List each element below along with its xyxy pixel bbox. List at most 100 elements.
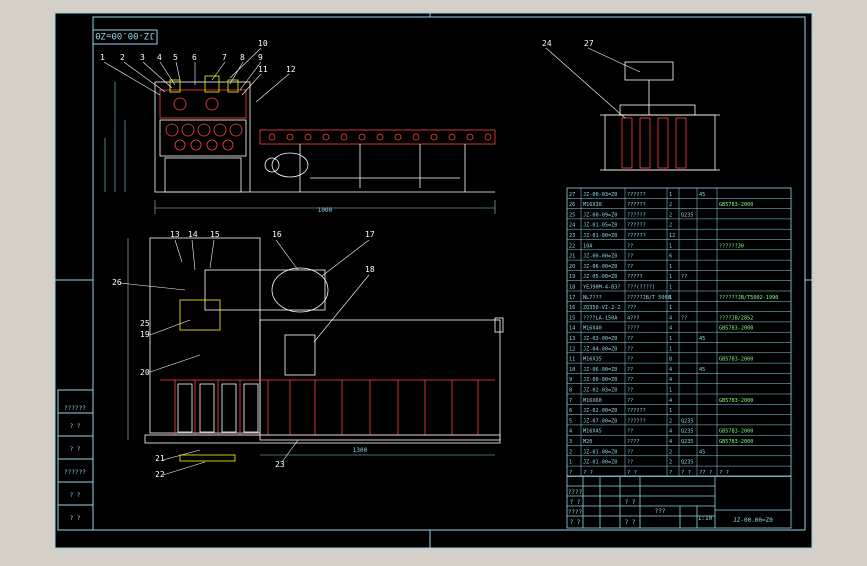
bom-cell-qty: 4 xyxy=(669,367,672,373)
bom-cell-code: JZ-01-00=Z0 xyxy=(583,449,617,455)
bom-cell-no: 9 xyxy=(569,377,572,383)
callout-2: 2 xyxy=(120,53,125,62)
left-stamp-text: ?????? ? ? ? ? ?????? ? ? ? ? xyxy=(64,405,86,522)
bom-cell-no: 10 xyxy=(569,367,575,373)
bom-cell-no: 13 xyxy=(569,336,575,342)
bom-cell-mat: Q235 xyxy=(681,429,694,435)
bom-cell-no: 20 xyxy=(569,264,575,270)
stamp-text-1: ?????? xyxy=(64,405,86,412)
bom-header-cell: ? ? xyxy=(681,470,691,476)
bom-cell-name: ?? xyxy=(627,357,633,363)
detail-view xyxy=(600,61,720,171)
bom-cell-qty: 2 xyxy=(669,449,672,455)
bom-cell-no: 19 xyxy=(569,274,575,280)
title-block xyxy=(566,475,792,529)
bom-cell-code: JZ-06-00=Z0 xyxy=(583,367,617,373)
bom-cell-qty: 2 xyxy=(669,460,672,466)
stamp-text-2: ? ? xyxy=(70,423,81,430)
bom-cell-no: 8 xyxy=(569,388,572,394)
callout-14: 14 xyxy=(188,230,198,239)
bom-header-cell: ? xyxy=(569,470,572,476)
bom-cell-code: JZ-01-05=Z0 xyxy=(583,223,617,229)
bom-cell-name: ?? xyxy=(627,460,633,466)
bom-cell-mat: Q235 xyxy=(681,418,694,424)
callout-25: 25 xyxy=(140,319,150,328)
callout-24: 24 xyxy=(542,39,552,48)
title-row-6: ? ? xyxy=(625,519,636,526)
callout-1: 1 xyxy=(100,53,105,62)
bom-cell-mat: ?? xyxy=(681,315,687,321)
title-code: JZ-00.00=Z0 xyxy=(733,517,773,524)
bom-cell-no: 3 xyxy=(569,439,572,445)
bom-cell-code: M16X30 xyxy=(583,202,602,208)
bom-header-cell: ? ? xyxy=(719,470,729,476)
bom-cell-qty: 1 xyxy=(669,305,672,311)
plan-view xyxy=(127,237,504,462)
bom-cell-code: JZ-02-00=Z0 xyxy=(583,408,617,414)
bom-cell-name: ?? xyxy=(627,336,633,342)
bom-cell-no: 11 xyxy=(569,357,575,363)
callout-6: 6 xyxy=(192,53,197,62)
bom-cell-name: ?? xyxy=(627,388,633,394)
bom-cell-name: ?? xyxy=(627,243,633,249)
bom-cell-no: 6 xyxy=(569,408,572,414)
callouts-plan-view: 13 14 15 16 17 18 19 20 21 22 23 25 26 xyxy=(112,230,375,479)
plan-dim-length: 1300 xyxy=(353,447,368,454)
callout-12: 12 xyxy=(286,65,296,74)
bom-cell-qty: 8 xyxy=(669,357,672,363)
bom-cell-code: M16X35 xyxy=(583,357,602,363)
bom-cell-wt: 45 xyxy=(699,336,705,342)
callout-4: 4 xyxy=(157,53,162,62)
bom-cell-name: ???? xyxy=(627,439,640,445)
bom-cell-code: M20 xyxy=(583,439,592,445)
bom-cell-name: ?? xyxy=(627,254,633,260)
bom-cell-code: JZ-07-00=Z0 xyxy=(583,418,617,424)
bom-cell-name: ?? xyxy=(627,346,633,352)
bom-cell-qty: 1 xyxy=(669,192,672,198)
bom-cell-code: JZ-00-00=Z0 xyxy=(583,377,617,383)
callout-15: 15 xyxy=(210,230,220,239)
stamp-text-6: ? ? xyxy=(70,515,81,522)
callout-5: 5 xyxy=(173,53,178,62)
bom-cell-note: GB5783-2000 xyxy=(719,398,753,404)
bom-cell-note: ??????30 xyxy=(719,243,744,249)
bom-cell-code: JZ-06-00=Z0 xyxy=(583,264,617,270)
bom-header-cell: ? xyxy=(669,470,672,476)
title-row-5: ? ? xyxy=(625,499,636,506)
bom-header-cell: ? ? xyxy=(627,470,637,476)
bom-cell-note: ??????JB/T5002-1990 xyxy=(719,295,778,301)
bom-cell-qty: 1 xyxy=(669,408,672,414)
bom-cell-code: M16X45 xyxy=(583,429,602,435)
callouts-detail-view: 24 27 xyxy=(542,39,594,48)
title-row-4: ? ? xyxy=(570,519,581,526)
bom-cell-no: 18 xyxy=(569,285,575,291)
callout-21: 21 xyxy=(155,454,165,463)
title-block-text: JZ-00.00=Z0 1:10 ??? ???? ? ? ???? ? ? ?… xyxy=(568,489,773,526)
bom-cell-code: JZ-00-09=Z0 xyxy=(583,212,617,218)
bom-cell-no: 22 xyxy=(569,243,575,249)
bom-cell-code: JZ-04-00=Z0 xyxy=(583,346,617,352)
bom-cell-qty: 2 xyxy=(669,202,672,208)
bom-cell-qty: 4 xyxy=(669,326,672,332)
bom-cell-code: M16X40 xyxy=(583,326,602,332)
bom-cell-note: GB5783-2000 xyxy=(719,429,753,435)
callout-9: 9 xyxy=(258,53,263,62)
bom-cell-name: ?????JB/T 5008 xyxy=(627,295,671,301)
callouts-top-view: 1 2 3 4 5 6 7 8 9 10 11 12 xyxy=(100,39,296,74)
callout-11: 11 xyxy=(258,65,268,74)
bom-cell-no: 1 xyxy=(569,460,572,466)
bom-cell-no: 24 xyxy=(569,223,575,229)
callout-10: 10 xyxy=(258,39,268,48)
bom-cell-code: JZ-00-00=Z0 xyxy=(583,254,617,260)
callout-16: 16 xyxy=(272,230,282,239)
leader-lines-plan xyxy=(119,239,370,476)
bom-cell-qty: 1 xyxy=(669,336,672,342)
bom-cell-code: ZQ350-VI-2-Z xyxy=(583,305,620,311)
bom-cell-name: 4??? xyxy=(627,315,640,321)
bom-cell-code: NL7??? xyxy=(583,295,602,301)
top-dim-length: 1000 xyxy=(318,207,333,214)
bom-cell-no: 12 xyxy=(569,346,575,352)
bom-cell-qty: 1 xyxy=(669,243,672,249)
